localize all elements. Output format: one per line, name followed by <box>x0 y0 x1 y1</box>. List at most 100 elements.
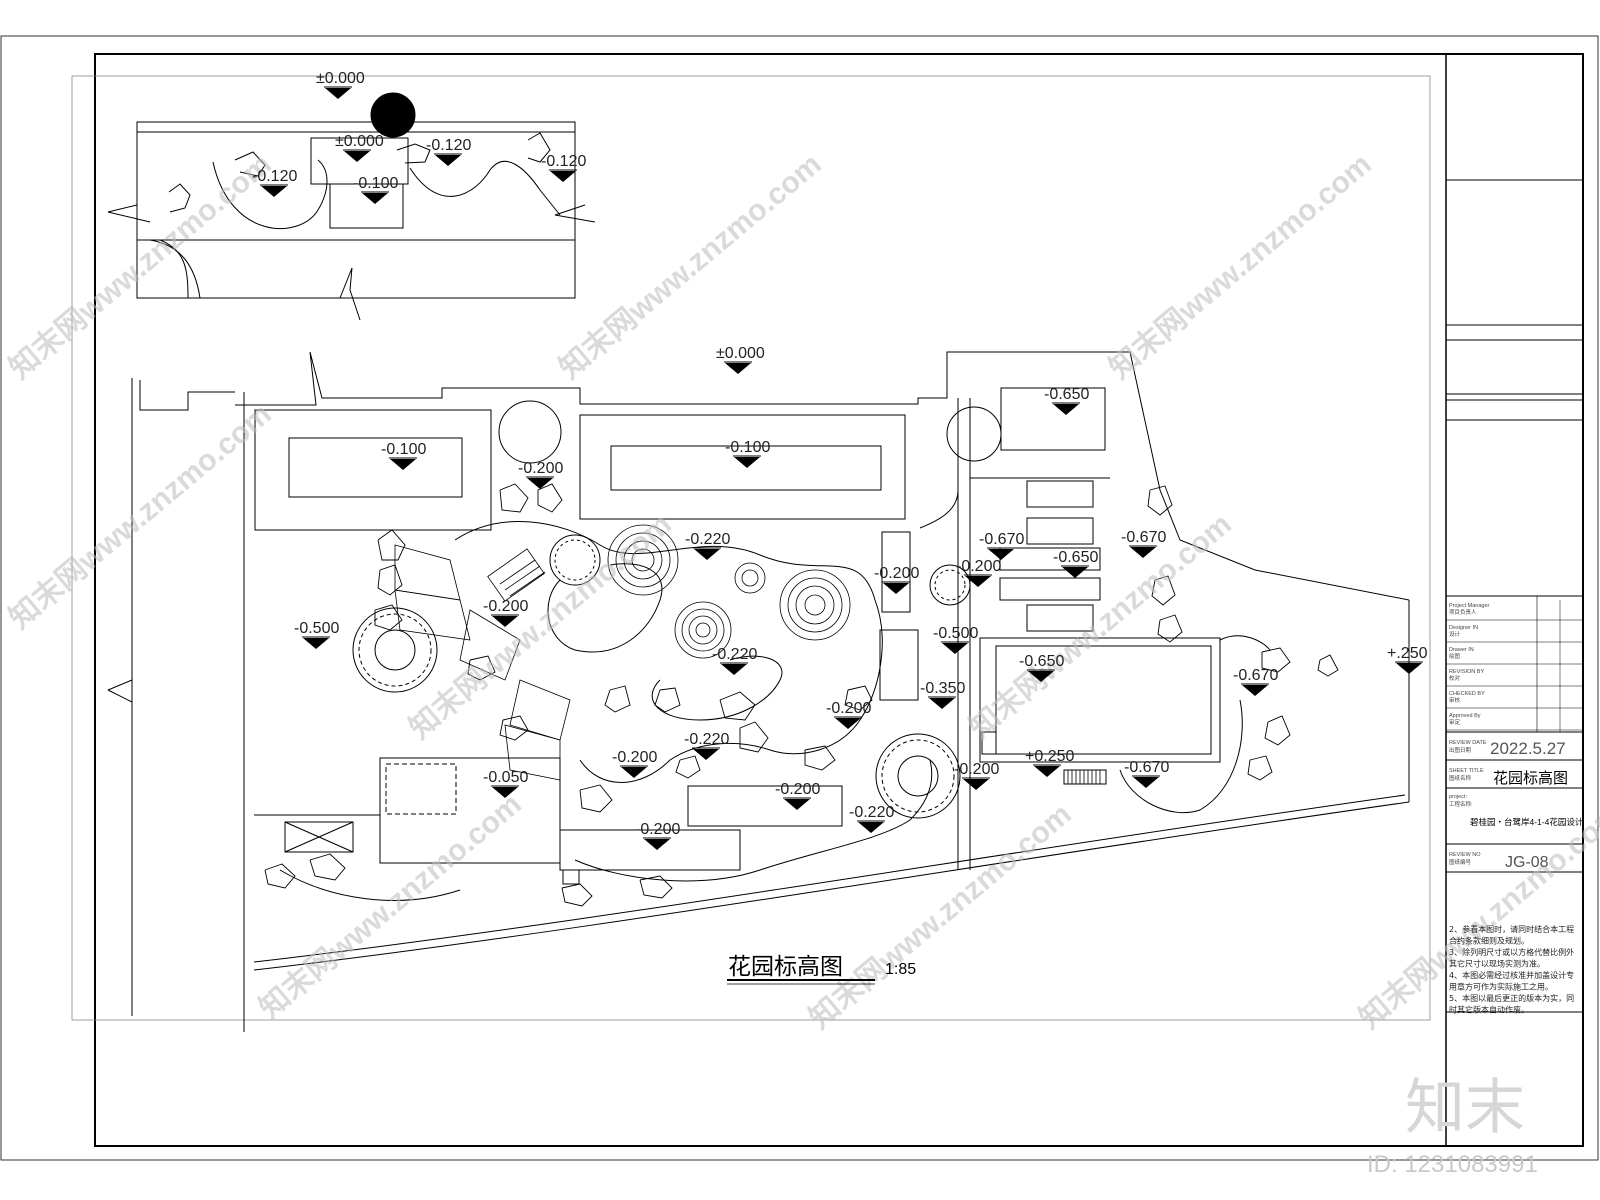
elevation-marker: +.250 <box>1387 645 1428 674</box>
elevation-triangle-icon <box>942 643 968 654</box>
elevation-triangle-icon <box>362 193 388 204</box>
note-line: 合约条款细则及规划。 <box>1449 936 1529 946</box>
elevation-triangle-icon <box>261 186 287 197</box>
elevation-label: -0.650 <box>1019 653 1064 670</box>
note-line: 时其它版本自动作废。 <box>1449 1005 1529 1015</box>
elevation-marker: -0.650 <box>1053 549 1098 578</box>
elevation-marker: ±0.000 <box>335 133 384 162</box>
elevation-marker: -0.120 <box>252 168 297 197</box>
elevation-marker: -0.200 <box>954 761 999 790</box>
brand-watermark: 知末 ID: 1231083991 <box>1367 1074 1538 1178</box>
date-label-cn: 出图日期 <box>1449 746 1472 754</box>
elevation-label: -0.350 <box>920 680 965 697</box>
elevation-label: -0.100 <box>381 441 426 458</box>
elevation-marker: -0.650 <box>1019 653 1064 682</box>
elevation-marker: -0.220 <box>849 804 894 833</box>
sheet-number: JG-08 <box>1505 854 1549 871</box>
inset-plan <box>107 92 596 321</box>
project-label-en: project: <box>1449 794 1468 800</box>
elevation-marker: -0.050 <box>483 769 528 798</box>
elevation-label: -0.500 <box>294 620 339 637</box>
review-date: 2022.5.27 <box>1490 739 1566 758</box>
sheet-frame <box>0 35 1599 1161</box>
elevation-triangle-icon <box>721 664 747 675</box>
elevation-marker: -0.200 <box>612 749 657 778</box>
elevation-label: -0.200 <box>954 761 999 778</box>
sheet-no-label-cn: 图纸编号 <box>1449 858 1472 866</box>
elevation-label: -0.670 <box>979 531 1024 548</box>
elevation-triangle-icon <box>303 638 329 649</box>
watermark-text: 知末网www.znzmo.com <box>803 798 1077 1036</box>
elevation-triangle-icon <box>390 459 416 470</box>
elevation-triangle-icon <box>492 616 518 627</box>
elevation-label: -0.200 <box>483 598 528 615</box>
elevation-marker: -0.200 <box>635 821 680 850</box>
elevation-markers: ±0.000±0.000-0.120-0.120-0.120-0.100±0.0… <box>252 70 1428 850</box>
elevation-label: -0.200 <box>518 460 563 477</box>
title-block-notes: 2、参看本图时，请同时结合本工程合约条款细则及规划。3、除列明尺寸或以方格代替比… <box>1449 924 1574 1015</box>
elevation-triangle-icon <box>621 767 647 778</box>
elevation-label: -0.200 <box>956 558 1001 575</box>
title-block-role-en: Approved By <box>1449 713 1481 719</box>
elevation-label: -0.200 <box>775 781 820 798</box>
watermark-text: 知末网www.znzmo.com <box>3 148 277 386</box>
elevation-triangle-icon <box>963 779 989 790</box>
elevation-marker: -0.120 <box>541 153 586 182</box>
elevation-marker: -0.670 <box>1124 759 1169 788</box>
elevation-triangle-icon <box>965 576 991 587</box>
elevation-label: ±0.000 <box>335 133 384 150</box>
elevation-marker: +0.250 <box>1025 748 1074 777</box>
elevation-marker: -0.670 <box>1121 529 1166 558</box>
elevation-marker: -0.200 <box>874 565 919 594</box>
brand-logo-text: 知末 <box>1405 1074 1525 1141</box>
elevation-triangle-icon <box>325 88 351 99</box>
watermark-text: 知末网www.znzmo.com <box>403 508 677 746</box>
elevation-triangle-icon <box>1396 663 1422 674</box>
image-id: ID: 1231083991 <box>1367 1151 1538 1178</box>
elevation-triangle-icon <box>1133 777 1159 788</box>
elevation-triangle-icon <box>725 363 751 374</box>
elevation-marker: -0.200 <box>483 598 528 627</box>
elevation-label: -0.650 <box>1053 549 1098 566</box>
note-line: 用章方可作为实际施工之用。 <box>1449 982 1553 992</box>
elevation-triangle-icon <box>344 151 370 162</box>
elevation-label: -0.200 <box>635 821 680 838</box>
elevation-marker: -0.670 <box>979 531 1024 560</box>
elevation-triangle-icon <box>929 698 955 709</box>
title-block-role-en: Project Manager <box>1449 603 1490 609</box>
elevation-triangle-icon <box>835 718 861 729</box>
elevation-marker: -0.350 <box>920 680 965 709</box>
elevation-label: -0.100 <box>353 175 398 192</box>
elevation-label: ±0.000 <box>716 345 765 362</box>
main-plan <box>107 351 1410 1032</box>
elevation-label: -0.670 <box>1124 759 1169 776</box>
elevation-triangle-icon <box>858 822 884 833</box>
elevation-triangle-icon <box>784 799 810 810</box>
title-block-role-cn: 项目负责人 <box>1449 608 1477 616</box>
watermark-text: 知末网www.znzmo.com <box>1103 148 1377 386</box>
title-block-role-en: Drawer IN <box>1449 647 1474 653</box>
elevation-marker: -0.200 <box>775 781 820 810</box>
project-name: 碧桂园・台鹭岸4-1-4花园设计 <box>1470 817 1584 827</box>
date-label-en: REVIEW DATE <box>1449 740 1487 746</box>
elevation-label: -0.050 <box>483 769 528 786</box>
elevation-triangle-icon <box>1028 671 1054 682</box>
elevation-triangle-icon <box>988 549 1014 560</box>
elevation-label: +0.250 <box>1025 748 1074 765</box>
drawing-scale: 1:85 <box>885 961 916 978</box>
elevation-marker: -0.100 <box>381 441 426 470</box>
elevation-marker: -0.670 <box>1233 667 1278 696</box>
elevation-triangle-icon <box>694 549 720 560</box>
sheet-title-label-cn: 图纸名称 <box>1449 774 1472 782</box>
elevation-triangle-icon <box>1242 685 1268 696</box>
elevation-triangle-icon <box>492 787 518 798</box>
drawing-title: 花园标高图 1:85 <box>727 953 916 985</box>
elevation-marker: -0.100 <box>353 175 398 204</box>
sheet-title-value: 花园标高图 <box>1493 770 1568 787</box>
elevation-triangle-icon <box>1062 567 1088 578</box>
elevation-marker: -0.200 <box>826 700 871 729</box>
elevation-triangle-icon <box>734 457 760 468</box>
elevation-marker: -0.200 <box>518 460 563 489</box>
